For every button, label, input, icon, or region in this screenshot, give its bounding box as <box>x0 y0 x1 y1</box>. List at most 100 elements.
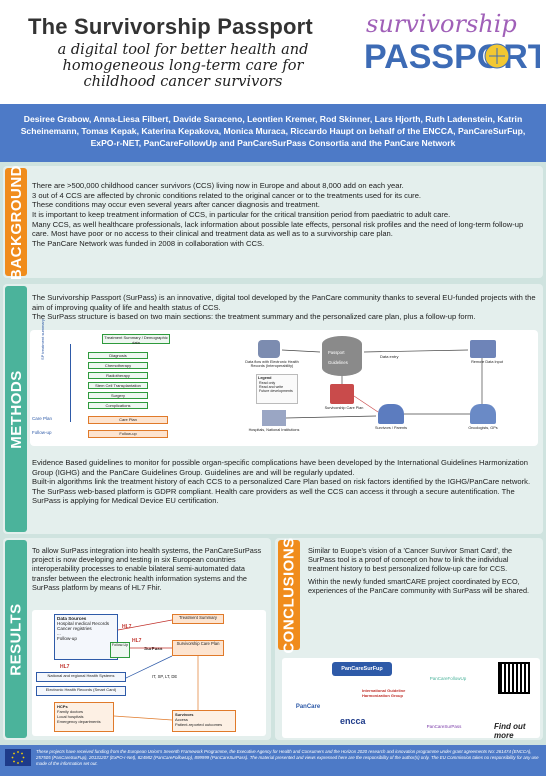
ehr-box: Electronic Health Records (Smart Card) <box>36 686 126 696</box>
pancare-logo: PanCare <box>295 704 321 710</box>
methods-diagram: Treatment Summary / Demographic data SP … <box>30 319 538 446</box>
data-source-item: Hospital medical Records <box>57 621 110 626</box>
pancaresurfup-logo: PanCareSurFup <box>332 662 392 676</box>
diagram-box: Chemotherapy <box>88 362 148 369</box>
pancaresurpass-logo: PanCareSurPass <box>426 724 462 729</box>
countries-label: IT, SP, LT, DE <box>152 674 178 679</box>
methods-paragraph: Evidence Based guidelines to monitor for… <box>32 458 528 477</box>
legend-box: Legend Read only Read and write Future d… <box>256 374 298 404</box>
results-diagram: Data Sources Hospital medical Records Ca… <box>32 610 266 736</box>
methods-body: Evidence Based guidelines to monitor for… <box>32 458 537 506</box>
care-plan-box: Survivorship Care Plan <box>172 640 224 656</box>
background-paragraph: Many CCS, as well healthcare professiona… <box>32 219 524 239</box>
funding-statement: These projects have received funding fro… <box>36 749 539 766</box>
survivors-box: Survivors Access Patient-reported outcom… <box>172 710 236 732</box>
care-plan-doc-icon <box>330 384 354 404</box>
logos-area: PanCareSurFup PanCareFollowUp PanCare In… <box>282 658 540 740</box>
remote-input-icon <box>470 340 496 358</box>
diagram-label-followup: Follow-up <box>32 430 52 435</box>
survivorship-passport-logo: survivorship PASSPORT <box>364 10 540 76</box>
data-entry-label: Data entry <box>380 354 399 359</box>
doctors-label: Oncologists, GPs <box>468 426 498 430</box>
background-paragraph: 3 out of 4 CCS are affected by chronic c… <box>32 190 422 200</box>
logo-bottom-text: PASSPORT <box>364 38 540 76</box>
conclusions-paragraph: Within the newly funded smartCARE projec… <box>308 576 530 595</box>
diagram-box: Complications <box>88 402 148 409</box>
survivors-icon <box>378 404 404 424</box>
diagram-label-careplan: Care Plan <box>32 416 53 421</box>
doctors-icon <box>470 404 496 424</box>
survivors-title: Survivors <box>175 712 194 717</box>
legend-item: Future developments <box>259 389 293 393</box>
find-out-more-link[interactable]: Find out more <box>494 722 526 740</box>
legend-item: Read only <box>259 381 276 385</box>
results-text: To allow SurPass integration into health… <box>32 546 264 592</box>
survivors-item: Patient-reported outcomes <box>175 722 223 727</box>
ehr-label: Data flow with Electronic Health Records… <box>245 360 299 368</box>
diagram-box: Stem Cell Transplantation <box>88 382 148 389</box>
data-sources-title: Data Sources <box>57 616 87 621</box>
methods-tab: METHODS <box>5 286 27 532</box>
hcps-box: HCPs Family doctors Local hospitals Emer… <box>54 702 114 732</box>
legend-title: Legend <box>258 376 272 380</box>
conclusions-paragraph: Similar to Euope's vision of a 'Cancer S… <box>308 546 513 574</box>
methods-paragraph: The SurPass structure is based on two ma… <box>32 312 476 322</box>
survivors-item: Access <box>175 717 188 722</box>
diagram-box: Diagnosis <box>88 352 148 359</box>
background-paragraph: It is important to keep treatment inform… <box>32 210 451 220</box>
hospital-icon <box>262 410 286 426</box>
diagram-box: Surgery <box>88 392 148 399</box>
data-source-item: ... <box>57 631 61 636</box>
authors-list: Desiree Grabow, Anna-Liesa Filbert, Davi… <box>0 104 546 162</box>
methods-intro: The Survivorship Passport (SurPass) is a… <box>32 293 537 322</box>
data-source-item: Cancer registries <box>57 626 92 631</box>
background-tab: BACKGROUND <box>5 165 27 280</box>
national-records-box: National and regional Health Systems <box>36 672 126 682</box>
methods-paragraph: Built-in algorithms link the treatment h… <box>32 477 531 487</box>
flow-arrows <box>281 349 483 419</box>
treatment-summary-box: Treatment Summary <box>172 614 224 624</box>
pancarefollowup-logo: PanCareFollowUp <box>429 676 467 681</box>
poster-title: The Survivorship Passport <box>28 14 313 39</box>
remote-input-label: Remote Data Input <box>471 360 503 364</box>
data-source-item: Follow-up <box>57 636 77 641</box>
hcps-item: Emergency departments <box>57 719 101 724</box>
poster-header <box>0 0 546 104</box>
eu-flag-icon <box>5 749 31 766</box>
passport-cylinder-icon <box>322 336 362 376</box>
diagram-careplan-box: Care Plan <box>88 416 168 424</box>
hospital-label: Hospitals, National Institutions <box>248 428 300 432</box>
legend-item: Read and write <box>259 385 284 389</box>
background-paragraph: The PanCare Network was funded in 2008 i… <box>32 238 265 248</box>
background-text: There are >500,000 childhood cancer surv… <box>32 181 537 249</box>
encca-logo: encca <box>340 716 366 726</box>
logo-top-text: survivorship <box>366 10 517 38</box>
diagram-followup-box: Follow-up <box>88 430 168 438</box>
methods-paragraph: The SurPass web-based platform is GDPR c… <box>32 486 515 506</box>
followup-box: Follow-Up <box>110 642 130 658</box>
ighg-logo: International Guideline Harmonization Gr… <box>362 688 406 698</box>
conclusions-text: Similar to Euope's vision of a 'Cancer S… <box>308 546 538 595</box>
diagram-box: Radiotherapy <box>88 372 148 379</box>
database-icon <box>258 340 280 358</box>
hcps-item: Local hospitals <box>57 714 84 719</box>
hl7-label: HL7 <box>122 624 132 630</box>
background-paragraph: These conditions may occur even several … <box>32 200 320 210</box>
conclusions-tab: CONCLUSIONS <box>278 537 300 653</box>
hl7-label: HL7 <box>60 664 70 670</box>
footer-band <box>0 745 546 776</box>
qr-code-icon[interactable] <box>498 662 530 694</box>
hcps-item: Family doctors <box>57 709 84 714</box>
results-tab: RESULTS <box>5 540 27 738</box>
data-sources-box: Data Sources Hospital medical Records Ca… <box>54 614 118 660</box>
surpass-label: SurPass <box>144 646 163 651</box>
survivors-label: Survivors / Parents <box>374 426 408 430</box>
care-plan-label: Survivorship Care Plan <box>324 406 364 410</box>
hcps-title: HCPs <box>57 704 68 709</box>
results-paragraph: To allow SurPass integration into health… <box>32 546 262 592</box>
diagram-trunk-line <box>70 344 71 422</box>
background-paragraph: There are >500,000 childhood cancer surv… <box>32 181 404 190</box>
methods-paragraph: The Survivorship Passport (SurPass) is a… <box>32 293 536 312</box>
guidelines-label: Guidelines <box>328 360 348 365</box>
diagram-top-box: Treatment Summary / Demographic data <box>102 334 170 345</box>
